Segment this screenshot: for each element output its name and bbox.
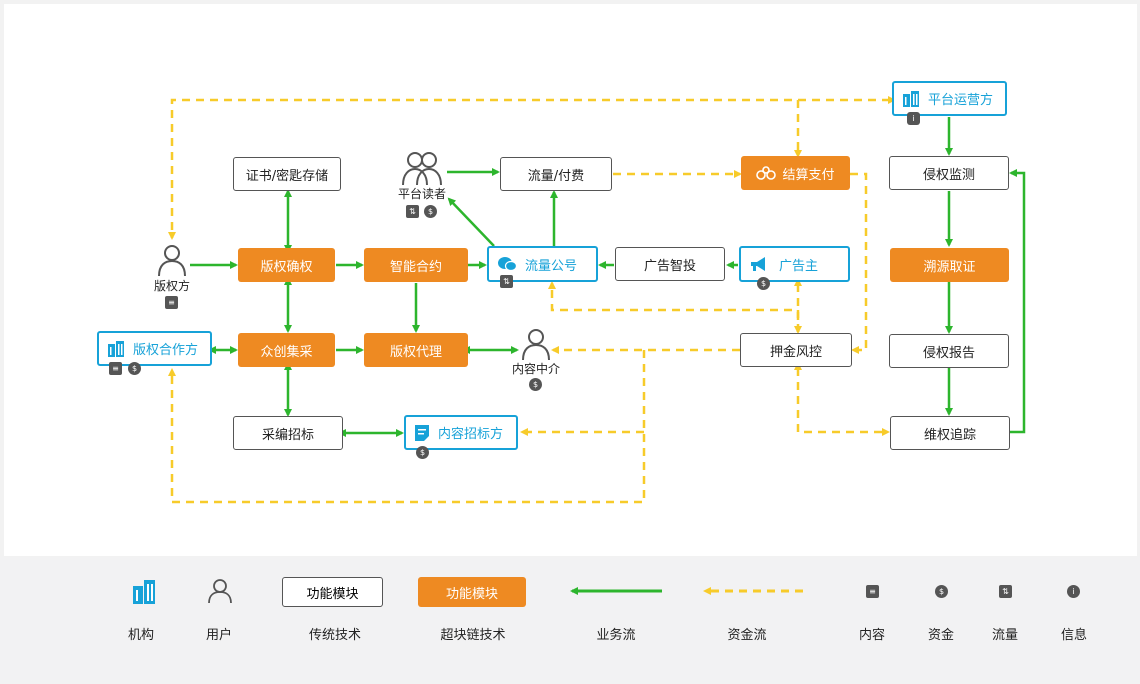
fund-flow-deposit-account — [548, 281, 800, 332]
legend-institution-icon — [133, 580, 155, 604]
megaphone-icon — [751, 257, 765, 271]
settlement-icon — [756, 166, 777, 180]
chat-icon — [498, 257, 517, 272]
legend-traditional-label: 传统技术 — [308, 628, 362, 643]
node-trace-evidence: 溯源取证 — [890, 248, 1009, 282]
node-editorial-bid: 采编招标 — [233, 416, 343, 450]
node-content-bidder: 内容招标方 — [404, 415, 518, 450]
node-deposit-risk-label: 押金风控 — [769, 344, 822, 360]
node-traffic-account-label: 流量公号 — [525, 258, 578, 274]
legend-bar — [0, 557, 1140, 684]
node-content-broker-label: 内容中介 — [511, 362, 560, 376]
content-icon: ≡ — [866, 585, 879, 598]
node-copyright-partner: 版权合作方 — [97, 331, 212, 366]
node-platform-operator-label: 平台运营方 — [928, 93, 994, 108]
legend-institution-label: 机构 — [127, 628, 155, 643]
fund-flow-operator-to-owner — [168, 96, 896, 240]
node-ad-smart: 广告智投 — [615, 247, 725, 281]
legend-user-label: 用户 — [205, 628, 233, 643]
fund-icon: $ — [757, 277, 770, 290]
fund-icon: $ — [128, 362, 141, 375]
node-ad-smart-label: 广告智投 — [643, 258, 696, 274]
node-crowd-collect-label: 众创集采 — [260, 344, 313, 360]
legend-info-label: 信息 — [1060, 628, 1088, 643]
legend-traditional-box: 功能模块 — [282, 577, 383, 607]
user-icon — [158, 245, 186, 277]
node-deposit-risk: 押金风控 — [740, 333, 852, 367]
institution-icon — [108, 340, 124, 357]
user-icon — [522, 329, 550, 361]
fund-flow-deposit-tracking — [794, 362, 890, 436]
node-settlement: 结算支付 — [741, 156, 850, 190]
flow-account-reader — [447, 197, 495, 247]
node-rights-tracking: 维权追踪 — [890, 416, 1010, 450]
legend-fund-label: 资金 — [927, 628, 955, 643]
node-copyright-confirm-label: 版权确权 — [260, 259, 313, 275]
legend-blockchain-label: 超块链技术 — [440, 628, 506, 643]
node-copyright-confirm: 版权确权 — [238, 248, 335, 282]
traffic-icon: ⇅ — [406, 205, 419, 218]
node-crowd-collect: 众创集采 — [238, 333, 335, 367]
node-advertiser: 广告主 — [739, 246, 850, 282]
node-editorial-bid-label: 采编招标 — [261, 427, 314, 443]
legend-content-label: 内容 — [858, 628, 886, 643]
flow-tracking-monitor — [1009, 169, 1026, 434]
legend-traditional-box-label: 功能模块 — [306, 586, 359, 602]
fund-icon: $ — [416, 446, 429, 459]
legend-blockchain-box-label: 功能模块 — [445, 586, 498, 602]
node-copyright-agent-label: 版权代理 — [389, 344, 442, 360]
fund-icon: $ — [935, 585, 948, 598]
fund-icon: $ — [424, 205, 437, 218]
content-icon: ≡ — [109, 362, 122, 375]
legend-traffic-label: 流量 — [991, 628, 1019, 643]
node-infringement-monitor-label: 侵权监测 — [922, 167, 975, 183]
node-rights-tracking-label: 维权追踪 — [923, 427, 976, 443]
legend-blockchain-box: 功能模块 — [418, 577, 526, 607]
legend-business-flow-label: 业务流 — [596, 628, 636, 643]
node-traffic-fee: 流量/付费 — [500, 157, 612, 191]
traffic-icon: ⇅ — [999, 585, 1012, 598]
users-icon — [402, 152, 442, 186]
node-content-bidder-label: 内容招标方 — [438, 427, 504, 442]
node-smart-contract: 智能合约 — [364, 248, 468, 282]
node-copyright-agent: 版权代理 — [364, 333, 468, 367]
legend-user-icon — [208, 579, 232, 604]
node-copyright-partner-label: 版权合作方 — [133, 343, 199, 358]
node-trace-evidence-label: 溯源取证 — [923, 259, 976, 275]
fund-icon: $ — [529, 378, 542, 391]
info-icon: i — [907, 112, 920, 125]
node-cert-storage-label: 证书/密匙存储 — [245, 168, 329, 184]
node-smart-contract-label: 智能合约 — [389, 259, 442, 275]
legend-fund-flow-label: 资金流 — [727, 628, 767, 643]
node-settlement-label: 结算支付 — [782, 167, 835, 183]
content-icon: ≡ — [165, 296, 178, 309]
document-icon — [415, 424, 429, 441]
node-cert-storage: 证书/密匙存储 — [233, 157, 341, 191]
node-platform-operator: 平台运营方 — [892, 81, 1007, 116]
fund-flow-settlement-deposit — [850, 172, 868, 354]
node-traffic-fee-label: 流量/付费 — [527, 168, 585, 184]
node-platform-reader-label: 平台读者 — [397, 187, 446, 201]
node-infringement-report-label: 侵权报告 — [922, 345, 975, 361]
institution-icon — [903, 90, 919, 107]
info-icon: i — [1067, 585, 1080, 598]
node-advertiser-label: 广告主 — [779, 258, 819, 274]
fund-flow-broker-partner — [168, 350, 646, 504]
node-copyright-owner-label: 版权方 — [153, 279, 190, 293]
node-infringement-report: 侵权报告 — [889, 334, 1009, 368]
node-infringement-monitor: 侵权监测 — [889, 156, 1009, 190]
traffic-icon: ⇅ — [500, 275, 513, 288]
